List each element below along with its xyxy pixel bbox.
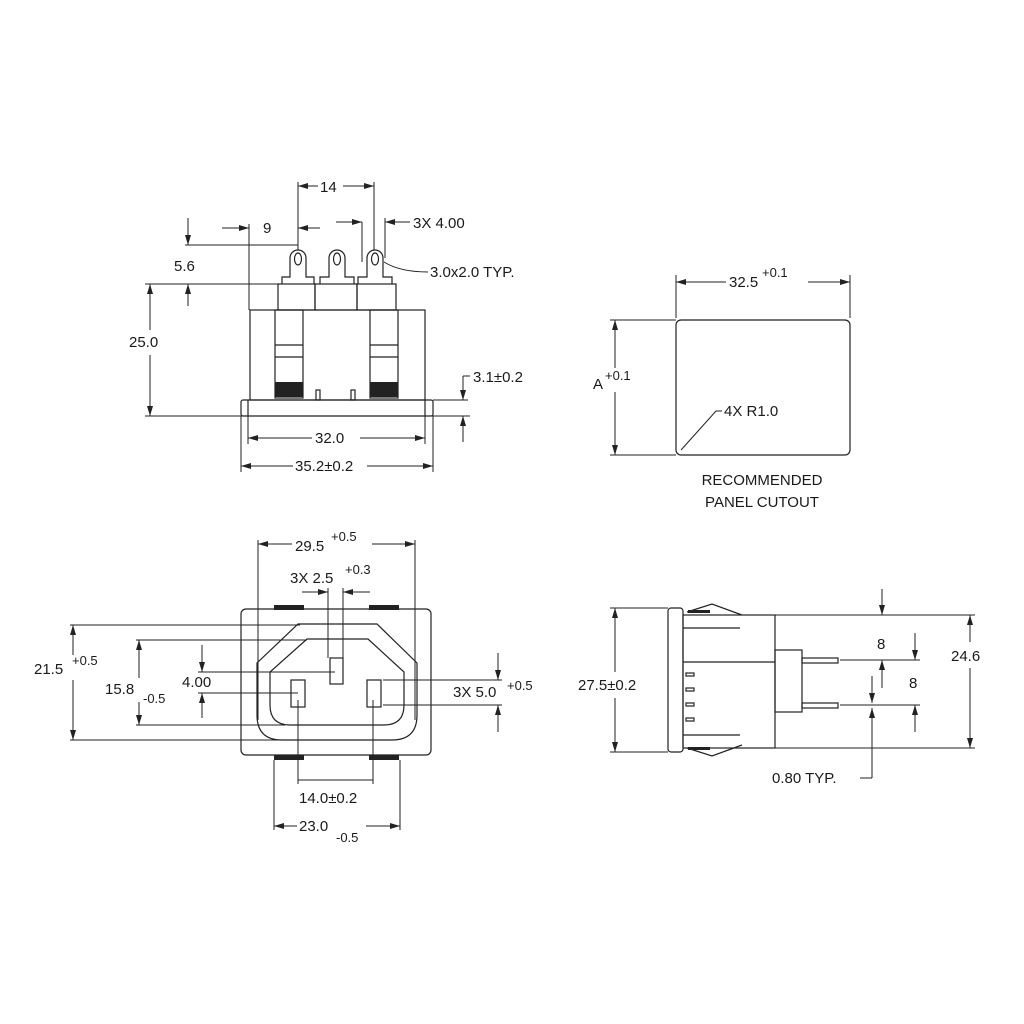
front-dim-pad-width: 23.0	[299, 818, 328, 835]
front-view-dimensions: 29.5 +0.5 3X 2.5 +0.3 21.5 +0.5 15.8 -0.…	[34, 529, 533, 845]
dim-flange-width: 35.2±0.2	[295, 458, 353, 475]
earth-pin-slot	[329, 657, 344, 685]
cutout-caption-line1: RECOMMENDED	[702, 472, 823, 489]
cutout-dim-height: A	[593, 376, 603, 393]
front-view: 29.5 +0.5 3X 2.5 +0.3 21.5 +0.5 15.8 -0.…	[34, 529, 533, 845]
side-view: 27.5±0.2 24.6 8 8 0.80 TYP.	[578, 589, 980, 787]
cutout-caption-line2: PANEL CUTOUT	[705, 494, 819, 511]
front-dim-pin-length-tol: +0.5	[507, 678, 533, 693]
side-dim-body-height: 24.6	[951, 648, 980, 665]
dim-pin-pitch: 14	[320, 179, 337, 196]
panel-cutout-view: 32.5 +0.1 A +0.1 4X R1.0 RECOMMENDED PAN…	[593, 265, 851, 511]
side-dim-flange-height: 27.5±0.2	[578, 677, 636, 694]
front-dim-pin-width: 3X 2.5	[290, 570, 333, 587]
dim-tab-width: 3X 4.00	[413, 215, 465, 232]
top-view-dimensions: 14 9 3X 4.00 3.0x2.0 TYP. 5.6 25.0	[129, 179, 523, 475]
cutout-dim-width-tol: +0.1	[762, 265, 788, 280]
connector-face	[240, 605, 432, 760]
front-dim-pin-offset: 4.00	[182, 674, 211, 691]
side-dim-pin-gap-1: 8	[877, 636, 885, 653]
front-dim-pin-length: 3X 5.0	[453, 684, 496, 701]
top-view: 14 9 3X 4.00 3.0x2.0 TYP. 5.6 25.0	[129, 179, 523, 475]
neutral-pin-slot	[366, 679, 382, 708]
front-dim-pin-spacing: 14.0±0.2	[299, 790, 357, 807]
connector-side	[667, 603, 839, 757]
front-dim-pad-width-tol: -0.5	[336, 830, 358, 845]
front-dim-inner-height: 15.8	[105, 681, 134, 698]
dim-hole: 3.0x2.0 TYP.	[430, 264, 515, 281]
front-dim-pin-width-tol: +0.3	[345, 562, 371, 577]
front-dim-outer-height-tol: +0.5	[72, 653, 98, 668]
cutout-dim-width: 32.5	[729, 274, 758, 291]
front-dim-outer-width: 29.5	[295, 538, 324, 555]
dim-flange: 3.1±0.2	[473, 369, 523, 386]
front-dim-inner-height-tol: -0.5	[143, 691, 165, 706]
dim-tab-height: 5.6	[174, 258, 195, 275]
front-dim-outer-width-tol: +0.5	[331, 529, 357, 544]
pin-upper	[801, 657, 839, 664]
cutout-dim-radius: 4X R1.0	[724, 403, 778, 420]
side-view-dimensions: 27.5±0.2 24.6 8 8 0.80 TYP.	[578, 589, 980, 787]
cutout-dim-height-tol: +0.1	[605, 368, 631, 383]
dim-offset: 9	[263, 220, 271, 237]
front-dim-outer-height: 21.5	[34, 661, 63, 678]
dim-height: 25.0	[129, 334, 158, 351]
pin-lower	[801, 702, 839, 709]
dim-body-width: 32.0	[315, 430, 344, 447]
cutout-outline	[675, 319, 851, 456]
side-dim-pin-thickness: 0.80 TYP.	[772, 770, 837, 787]
connector-body-top	[240, 249, 434, 417]
side-dim-pin-gap-2: 8	[909, 675, 917, 692]
